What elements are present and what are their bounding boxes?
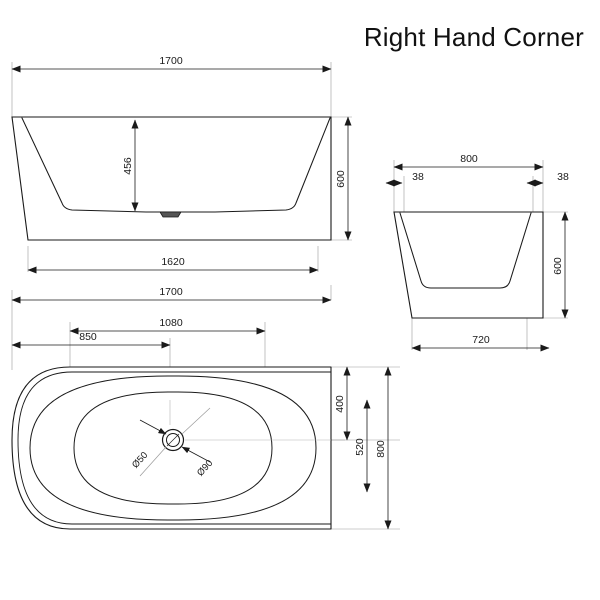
dim-side-overall-width-label: 800: [460, 153, 478, 165]
dim-side-rim-right-label: 38: [557, 171, 569, 183]
plan-tub-rim-line: [17, 371, 331, 525]
dim-front-overall-height: 600: [335, 116, 352, 241]
dim-plan-drain-to-bottom: 520: [354, 399, 371, 493]
dim-side-overall-height-label: 600: [552, 257, 564, 275]
plan-tub-outer-outline: [11, 366, 332, 530]
dim-plan-inner-length-label: 1080: [159, 317, 183, 329]
dim-side-rim-right: 38: [526, 171, 569, 187]
dim-plan-inner-length: 1080: [69, 317, 266, 335]
dim-front-overall-width: 1700: [11, 55, 332, 73]
plan-bowl-outer-contour: [29, 375, 317, 521]
dim-front-base-width: 1620: [27, 256, 319, 274]
side-tub-interior-profile: [399, 212, 532, 289]
dim-plan-overall-length-label: 1700: [159, 286, 183, 298]
side-elevation-view: 800 38 38 600 720: [385, 153, 569, 352]
dim-side-overall-height: 600: [552, 211, 569, 319]
dim-front-overall-width-label: 1700: [159, 55, 183, 67]
dim-side-overall-width: 800: [393, 153, 544, 171]
front-waste-bump: [159, 211, 182, 218]
dim-side-base-width: 720: [411, 334, 550, 352]
side-tub-outer-outline: [393, 211, 544, 319]
plan-centre-lines: [169, 400, 331, 441]
dim-plan-overall-width-label: 800: [375, 440, 387, 458]
dim-plan-drain-offset: 850: [11, 331, 171, 349]
dim-plan-drain-to-bottom-label: 520: [354, 438, 366, 456]
dim-front-interior-depth-label: 456: [122, 157, 134, 175]
front-tub-outer-outline: [11, 116, 332, 241]
dim-side-rim-left: 38: [385, 171, 424, 187]
plan-view: Ø50 Ø90 1700 1080 850 400: [11, 285, 400, 530]
plan-bowl-inner-contour: [73, 391, 273, 505]
dim-front-base-width-label: 1620: [161, 256, 185, 268]
dim-plan-drain-from-top-label: 400: [334, 395, 346, 413]
dim-plan-drain-offset-label: 850: [79, 331, 97, 343]
dim-side-rim-left-label: 38: [412, 171, 424, 183]
front-elevation-view: 1700 456 600 1620: [11, 55, 352, 274]
dim-plan-drain-from-top: 400: [334, 366, 351, 441]
dim-front-overall-height-label: 600: [335, 170, 347, 188]
dim-front-interior-depth: 456: [122, 119, 139, 212]
dim-plan-overall-length: 1700: [11, 286, 332, 304]
drawing-title: Right Hand Corner: [363, 22, 584, 52]
dim-plan-overall-width: 800: [375, 366, 392, 530]
dim-side-base-width-label: 720: [472, 334, 490, 346]
plan-waste-outlet: [161, 428, 185, 452]
